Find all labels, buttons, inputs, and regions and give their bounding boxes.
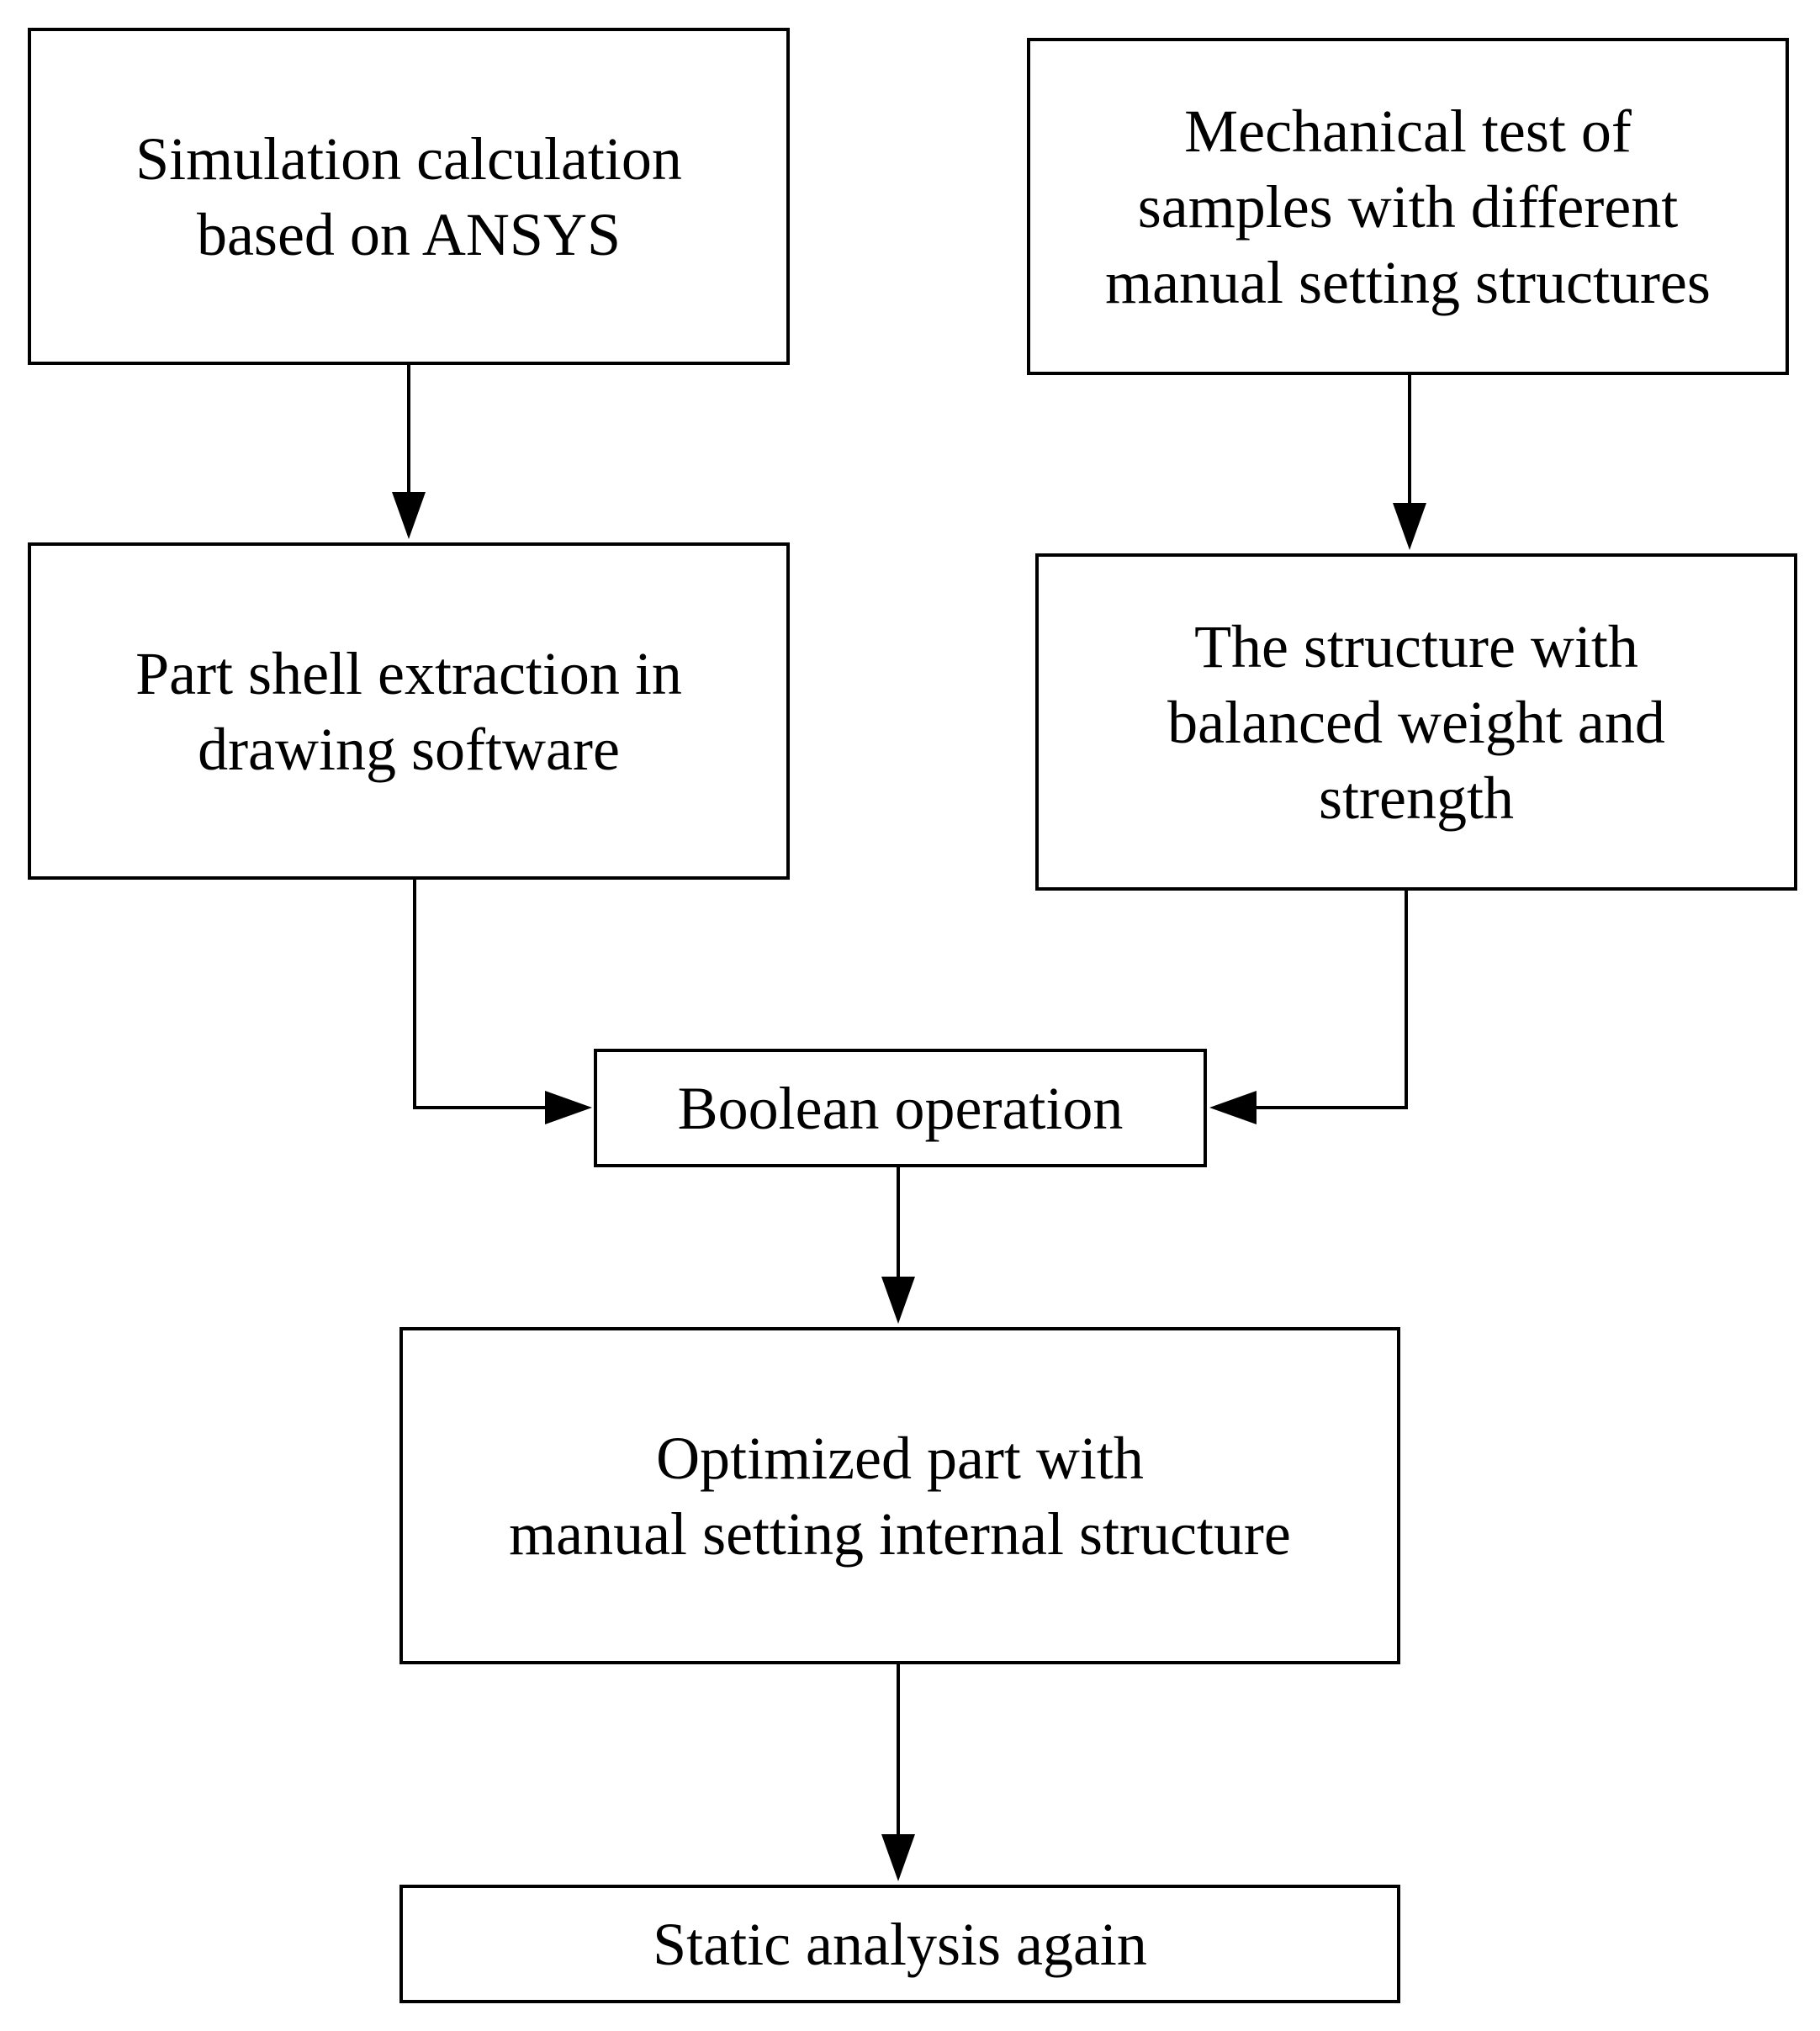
- arrowhead-sim-to-shell: [392, 492, 426, 539]
- node-static-analysis-label: Static analysis again: [653, 1910, 1147, 1978]
- node-mechanical-test: Mechanical test of samples with differen…: [1027, 38, 1789, 375]
- arrowhead-shell-to-boolean: [545, 1091, 592, 1124]
- node-optimized-part: Optimized part with manual setting inter…: [399, 1327, 1400, 1664]
- arrowhead-struct-to-boolean: [1209, 1091, 1257, 1124]
- arrowhead-boolean-to-optim: [881, 1277, 915, 1324]
- node-static-analysis: Static analysis again: [399, 1885, 1400, 2003]
- node-boolean-operation-label: Boolean operation: [677, 1074, 1124, 1142]
- node-balanced-structure: The structure with balanced weight and s…: [1035, 553, 1797, 891]
- edge-shell-to-boolean: [413, 880, 547, 1109]
- node-mechanical-test-label: Mechanical test of samples with differen…: [1105, 97, 1711, 316]
- arrowhead-mech-to-struct: [1393, 503, 1426, 550]
- node-part-shell-extraction-label: Part shell extraction in drawing softwar…: [135, 639, 682, 783]
- node-balanced-structure-label: The structure with balanced weight and s…: [1167, 612, 1665, 832]
- node-optimized-part-label: Optimized part with manual setting inter…: [509, 1424, 1291, 1568]
- node-simulation-calculation-label: Simulation calculation based on ANSYS: [135, 124, 682, 268]
- arrowhead-optim-to-static: [881, 1834, 915, 1881]
- node-simulation-calculation: Simulation calculation based on ANSYS: [28, 28, 790, 365]
- node-boolean-operation: Boolean operation: [594, 1049, 1207, 1167]
- node-part-shell-extraction: Part shell extraction in drawing softwar…: [28, 542, 790, 880]
- edge-struct-to-boolean: [1255, 891, 1408, 1109]
